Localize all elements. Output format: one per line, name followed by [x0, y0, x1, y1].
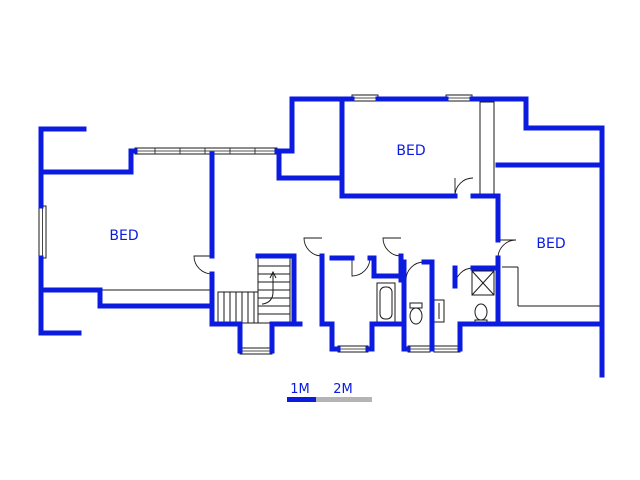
windows — [38, 94, 473, 355]
door-bathroom — [351, 257, 371, 277]
shower — [471, 270, 495, 296]
window-top-bed-2 — [445, 94, 473, 102]
room-label-bed-top: BED — [396, 143, 425, 159]
scale-label-2m: 2M — [333, 382, 353, 397]
door-linen — [382, 237, 402, 257]
door-wc — [405, 261, 425, 281]
bathtub — [376, 282, 396, 324]
wall-bath-bottom — [365, 321, 403, 352]
stair-arrow-head — [269, 270, 277, 279]
wardrobe — [479, 101, 495, 197]
staircase — [217, 257, 291, 324]
stair-arrow-line — [262, 272, 274, 305]
wall-left-bed-bottom — [41, 287, 215, 309]
scale-bar: 1M 2M — [287, 382, 372, 402]
room-label-bed-right: BED — [536, 236, 565, 252]
door-bed-top — [454, 177, 474, 197]
window-stair-bottom — [239, 347, 273, 355]
basin-wc — [433, 299, 445, 323]
wall-wc-left — [401, 259, 411, 352]
room-label-bed-left: BED — [109, 228, 138, 244]
window-left-bed — [38, 205, 47, 259]
wall-bath-left — [319, 253, 341, 352]
window-wc-bottom — [407, 345, 431, 353]
scale-segment-light — [316, 397, 372, 402]
toilet-wc — [409, 302, 423, 325]
door-left-bed — [193, 255, 213, 275]
wall-wc-right — [421, 259, 435, 352]
wall-stair-right-bottom — [269, 321, 303, 354]
walls — [38, 96, 605, 378]
wall-bath-top-right — [367, 255, 404, 279]
wall-top-right — [469, 96, 605, 378]
scale-label-1m: 1M — [290, 382, 310, 397]
wall-bed-bottom-right — [470, 193, 501, 243]
wall-right-bed-bottom — [495, 255, 605, 327]
wall-left-lower — [38, 255, 82, 336]
wall-stair-left — [209, 285, 243, 354]
door-ensuite — [454, 267, 474, 287]
window-top-bed-1 — [351, 94, 379, 102]
wall-top-left — [38, 126, 87, 209]
window-bath-bottom — [337, 345, 369, 353]
wall-left-bed-top — [41, 148, 138, 175]
door-bed-right — [497, 239, 517, 259]
door-landing — [303, 237, 323, 257]
fixtures — [376, 270, 495, 326]
scale-segment-dark — [287, 397, 316, 402]
window-ensuite-bottom — [433, 345, 461, 353]
wall-stair-right — [255, 253, 297, 327]
wall-top-middle — [274, 96, 355, 154]
window-top-left — [134, 147, 278, 155]
wall-bed-bottom-left — [276, 151, 458, 199]
wall-ensuite-bottom — [457, 321, 501, 352]
